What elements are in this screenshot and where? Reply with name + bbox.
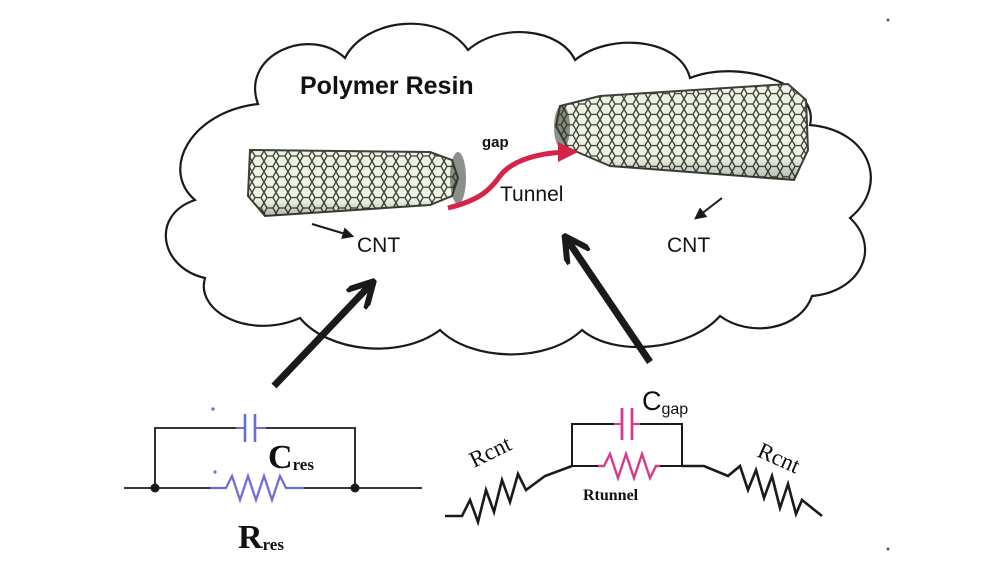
right-cnt-nanotube [554,82,810,182]
capacitor-res-symbol [236,414,266,442]
resistor-cnt-right-symbol [682,463,823,518]
resistor-tunnel-label: Rtunnel [583,487,639,504]
cnt-left-pointer-arrow [311,223,355,239]
left-circuit-pointer-arrow [271,283,372,389]
resistor-cnt-left-symbol [445,464,573,527]
cnt-right-label: CNT [667,234,710,257]
resistor-res-label: Rres [238,519,284,556]
stray-dot [886,547,890,551]
resistor-tunnel-symbol [598,450,660,482]
left-rc-circuit [124,407,422,504]
capacitor-gap-symbol [614,408,640,440]
resistor-cnt-left-label: Rcnt [465,431,516,473]
diagram-title: Polymer Resin [300,72,474,100]
cnt-right-pointer-arrow [694,197,723,220]
capacitor-res-label: Cres [268,439,314,476]
gap-label: gap [482,134,509,151]
tunnel-label: Tunnel [500,183,563,206]
cnt-left-label: CNT [357,234,400,257]
left-cnt-nanotube [246,148,466,218]
tunnel-arrow [447,142,578,211]
capacitor-gap-label: Cgap [642,386,688,418]
resistor-cnt-right-label: Rcnt [754,438,804,479]
right-circuit-pointer-arrow [566,238,653,364]
right-tunnel-circuit [445,408,823,527]
resistor-res-symbol [210,472,304,504]
stray-dot [886,18,890,22]
